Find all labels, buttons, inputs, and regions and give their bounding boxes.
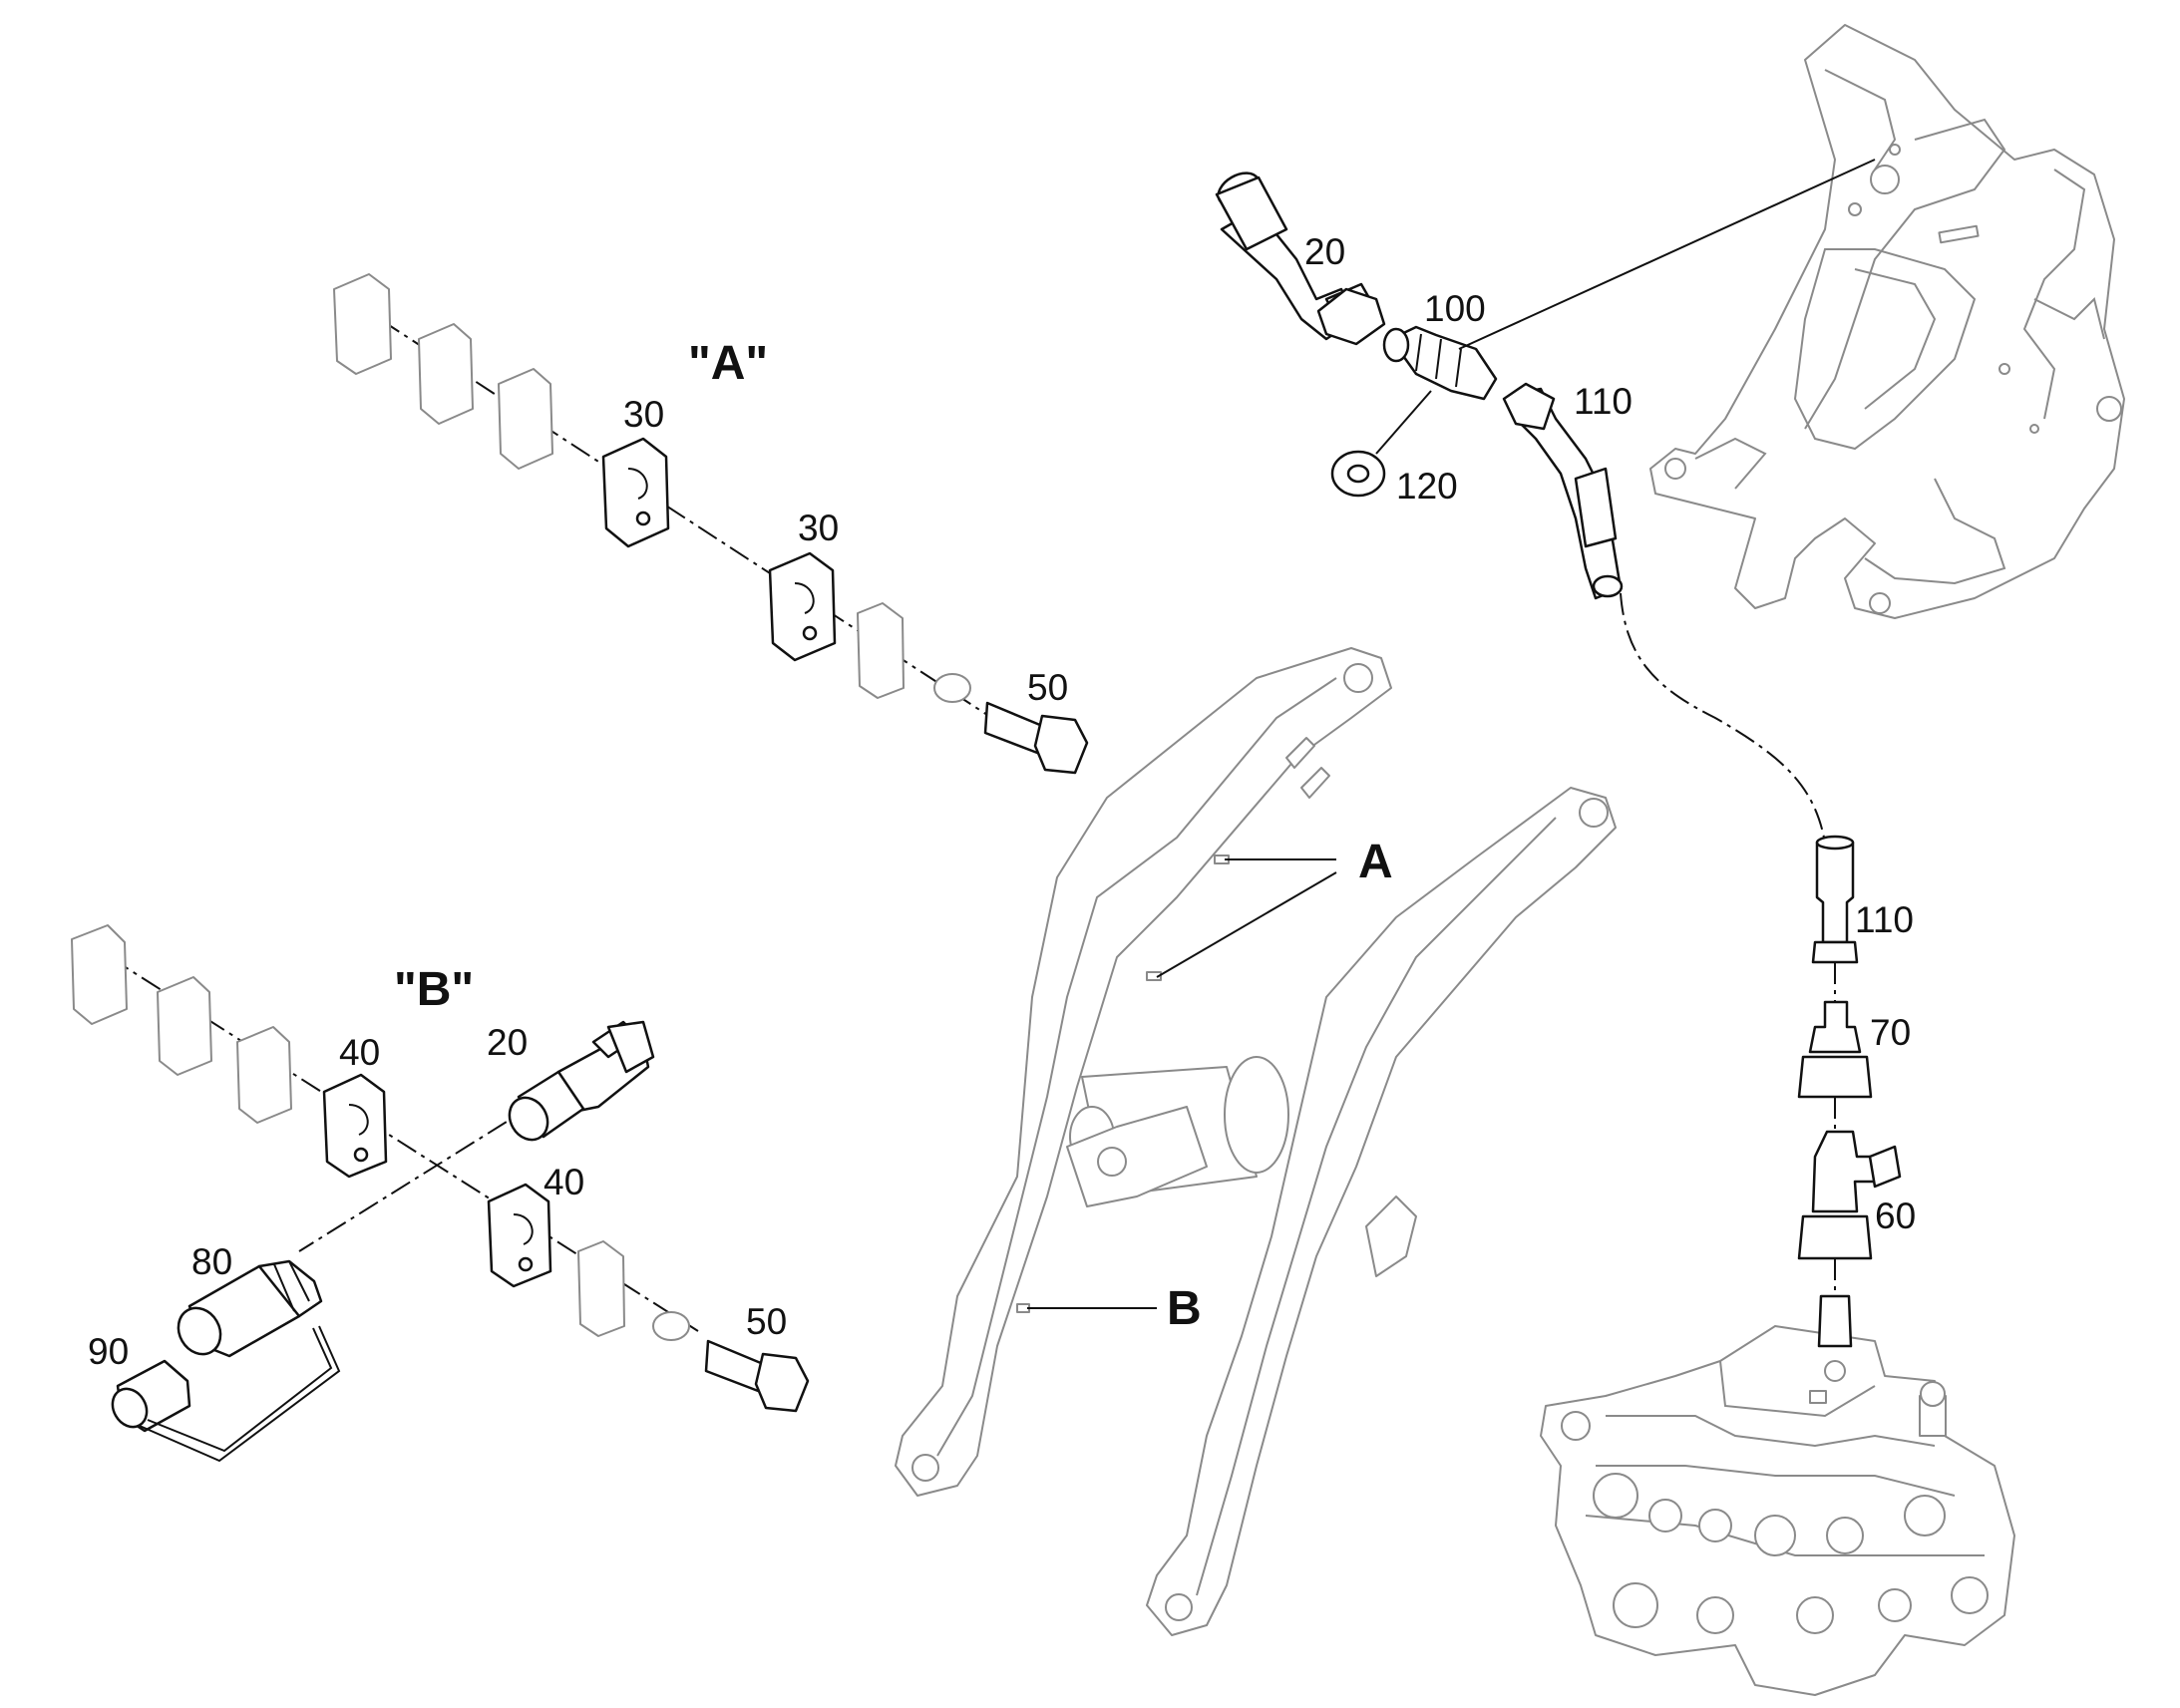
adapter-70 xyxy=(1797,1000,1873,1099)
callout-a: A xyxy=(1358,836,1393,888)
part-number-60: 60 xyxy=(1875,1196,1916,1236)
part-number-70: 70 xyxy=(1870,1012,1911,1053)
part-number-30-b: 30 xyxy=(798,508,839,548)
hose-110-upper xyxy=(1502,382,1624,600)
part-number-50-b: 50 xyxy=(746,1301,787,1342)
hose-20-detail-b xyxy=(508,1020,655,1142)
dust-cap-90 xyxy=(111,1325,341,1463)
part-number-80: 80 xyxy=(191,1241,232,1282)
detail-a-clamps xyxy=(333,273,1089,775)
part-number-40-b: 40 xyxy=(544,1162,584,1202)
coupling-100 xyxy=(1382,325,1498,401)
detail-label-b: "B" xyxy=(394,963,474,1016)
detail-label-a: "A" xyxy=(688,337,768,390)
lift-arm xyxy=(895,647,1617,1636)
tee-60 xyxy=(1797,1130,1902,1260)
detail-b-clamps xyxy=(71,924,810,1413)
part-number-20-top: 20 xyxy=(1304,231,1345,272)
part-number-110-right: 110 xyxy=(1855,899,1914,940)
loader-frame xyxy=(1649,24,2125,619)
part-number-50-a: 50 xyxy=(1027,667,1068,708)
labels: "A" "B" A B 20 100 110 120 30 30 50 110 … xyxy=(88,231,1916,1372)
part-number-20-b: 20 xyxy=(487,1022,528,1063)
part-number-90: 90 xyxy=(88,1331,129,1372)
coupler-80 xyxy=(177,1259,323,1358)
part-number-40-a: 40 xyxy=(339,1032,380,1073)
control-valve xyxy=(1540,1325,2015,1696)
part-number-110-top: 110 xyxy=(1574,381,1633,422)
callout-b: B xyxy=(1167,1282,1202,1335)
washer-120 xyxy=(1330,450,1386,498)
hose-110-lower xyxy=(1811,835,1859,964)
part-number-30-a: 30 xyxy=(623,394,664,435)
part-number-100: 100 xyxy=(1424,288,1486,329)
part-number-120: 120 xyxy=(1396,466,1458,507)
nut-20-upper xyxy=(1316,287,1386,346)
